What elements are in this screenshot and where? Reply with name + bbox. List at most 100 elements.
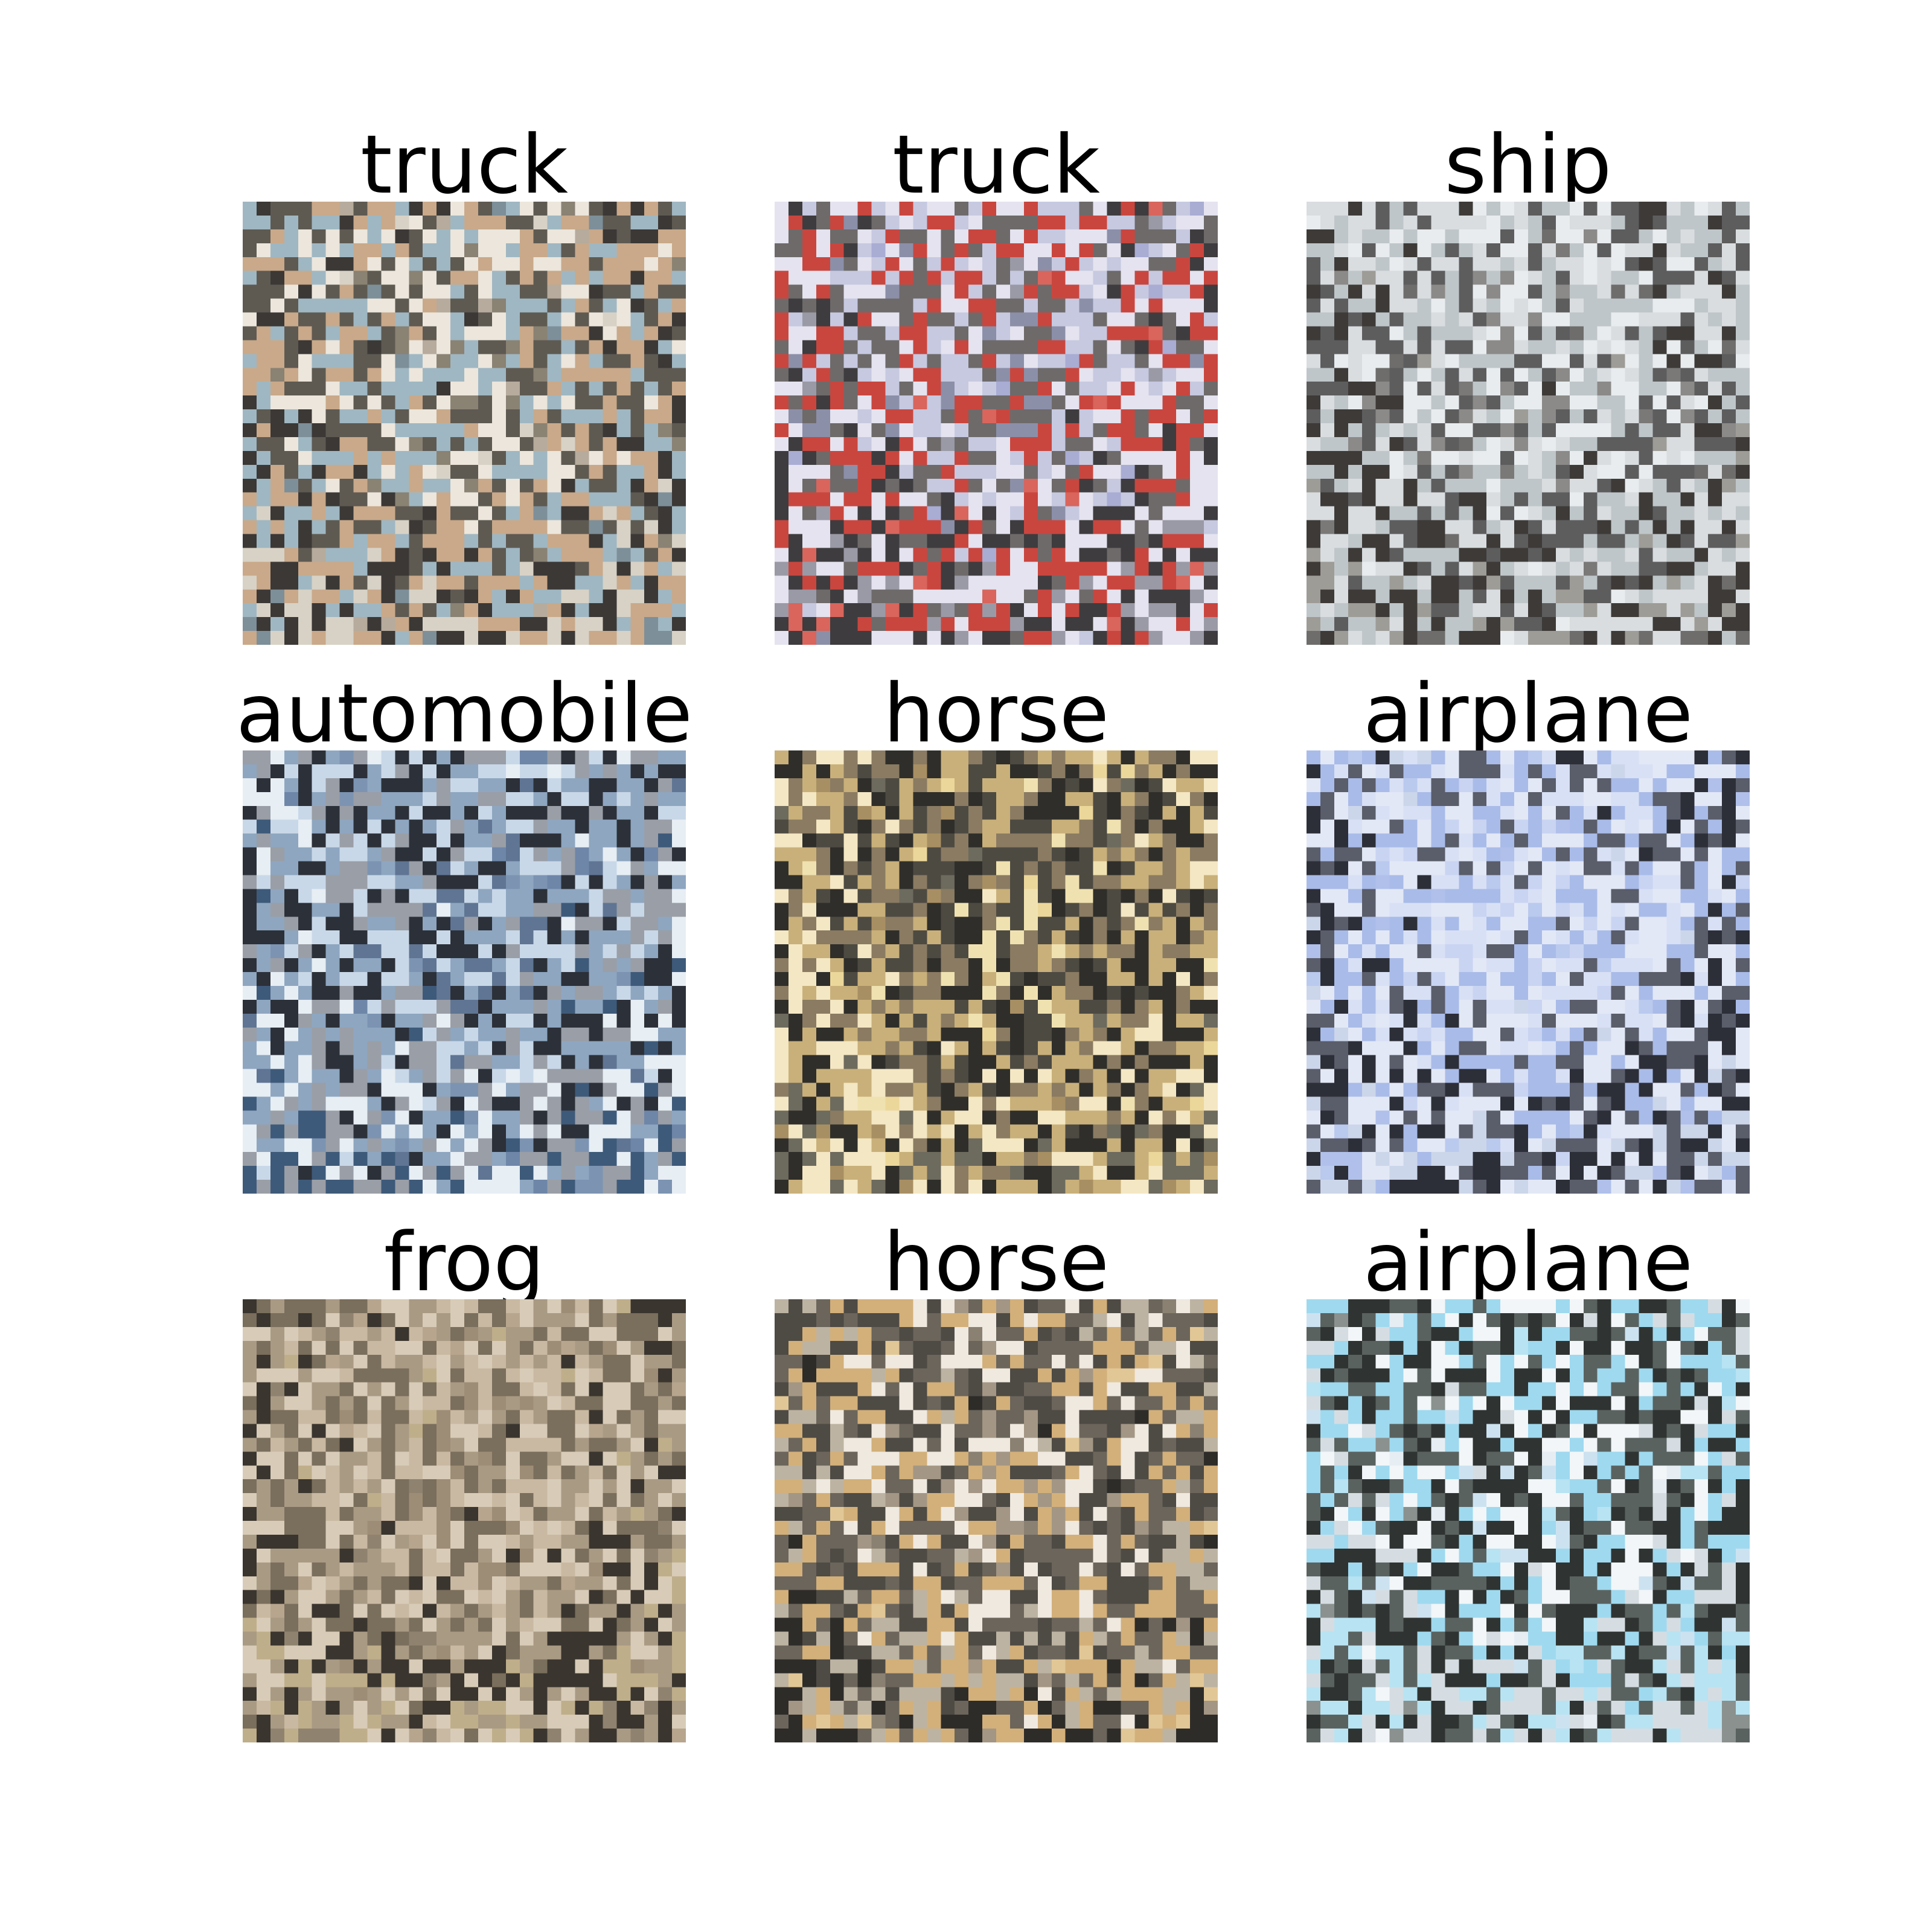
image-pixel xyxy=(437,1041,451,1056)
image-pixel xyxy=(982,617,997,632)
image-pixel xyxy=(1597,603,1612,618)
image-pixel xyxy=(464,561,479,576)
image-pixel xyxy=(1348,409,1363,424)
image-pixel xyxy=(367,243,382,258)
image-pixel xyxy=(1134,750,1149,765)
image-pixel xyxy=(1500,423,1515,438)
image-pixel xyxy=(519,875,534,889)
image-pixel xyxy=(968,889,983,903)
image-pixel xyxy=(353,875,368,889)
image-pixel xyxy=(284,312,299,327)
image-pixel xyxy=(491,202,507,216)
image-pixel xyxy=(672,284,686,299)
image-pixel xyxy=(1361,589,1377,604)
image-pixel xyxy=(1162,575,1177,590)
image-pixel xyxy=(1403,450,1418,465)
image-pixel xyxy=(1079,506,1094,521)
image-pixel xyxy=(547,764,562,779)
image-pixel xyxy=(1307,243,1321,258)
image-pixel xyxy=(1541,395,1556,410)
image-pixel xyxy=(491,395,507,410)
image-pixel xyxy=(339,764,354,779)
image-pixel xyxy=(871,847,886,862)
image-pixel xyxy=(603,1166,617,1180)
image-pixel xyxy=(1361,506,1377,521)
image-pixel xyxy=(491,478,507,493)
image-pixel xyxy=(1037,1041,1052,1056)
image-pixel xyxy=(1666,395,1681,410)
image-pixel xyxy=(437,875,451,889)
image-pixel xyxy=(1639,382,1653,396)
image-pixel xyxy=(409,861,423,875)
image-pixel xyxy=(491,382,507,396)
image-pixel xyxy=(409,409,423,424)
image-pixel xyxy=(298,561,313,576)
image-pixel xyxy=(298,284,313,299)
image-pixel xyxy=(381,326,395,341)
image-pixel xyxy=(1320,520,1335,534)
image-pixel xyxy=(968,257,983,272)
image-pixel xyxy=(533,243,548,258)
image-pixel xyxy=(589,889,603,903)
image-pixel xyxy=(982,575,997,590)
image-pixel xyxy=(1204,478,1218,493)
image-pixel xyxy=(1334,270,1349,286)
image-pixel xyxy=(1514,312,1529,327)
image-pixel xyxy=(1375,395,1390,410)
image-pixel xyxy=(1583,215,1598,230)
image-pixel xyxy=(658,492,673,507)
image-pixel xyxy=(533,1055,548,1070)
image-pixel xyxy=(843,229,859,244)
image-pixel xyxy=(1375,270,1390,286)
image-pixel xyxy=(325,1180,341,1194)
image-pixel xyxy=(816,409,831,424)
image-pixel xyxy=(1162,589,1177,604)
image-pixel xyxy=(1403,202,1418,216)
image-pixel xyxy=(968,847,983,862)
image-pixel xyxy=(1611,354,1626,368)
image-pixel xyxy=(1162,944,1177,959)
image-pixel xyxy=(1107,930,1121,945)
image-pixel xyxy=(1500,561,1515,576)
image-pixel xyxy=(1514,298,1529,313)
image-pixel xyxy=(658,423,673,438)
image-pixel xyxy=(1148,1069,1163,1083)
image-pixel xyxy=(478,764,493,779)
image-pixel xyxy=(802,875,817,889)
image-pixel xyxy=(955,819,969,834)
image-pixel xyxy=(1093,202,1107,216)
image-pixel xyxy=(982,916,997,931)
image-pixel xyxy=(616,916,631,931)
image-pixel xyxy=(1134,944,1149,959)
image-pixel xyxy=(802,999,817,1014)
image-pixel xyxy=(1652,368,1667,382)
image-pixel xyxy=(1403,326,1418,341)
image-pixel xyxy=(284,958,299,973)
image-pixel xyxy=(1320,270,1335,286)
image-pixel xyxy=(312,492,327,507)
image-pixel xyxy=(1037,450,1052,465)
image-pixel xyxy=(1134,861,1149,875)
image-pixel xyxy=(658,520,673,534)
image-pixel xyxy=(927,520,941,534)
image-pixel xyxy=(1403,575,1418,590)
image-pixel xyxy=(830,340,845,354)
image-pixel xyxy=(589,930,603,945)
image-pixel xyxy=(395,1096,409,1111)
image-pixel xyxy=(1708,561,1722,576)
image-pixel xyxy=(775,437,789,452)
image-pixel xyxy=(505,243,520,258)
image-pixel xyxy=(575,382,589,396)
image-pixel xyxy=(899,603,913,618)
image-pixel xyxy=(284,847,299,862)
image-pixel xyxy=(270,1152,285,1166)
image-pixel xyxy=(672,847,686,862)
image-pixel xyxy=(284,340,299,354)
image-pixel xyxy=(830,916,845,931)
image-pixel xyxy=(1037,1110,1052,1125)
image-pixel xyxy=(1307,437,1321,452)
image-pixel xyxy=(298,298,313,313)
image-pixel xyxy=(843,1083,859,1097)
image-pixel xyxy=(298,409,313,424)
image-pixel xyxy=(312,575,327,590)
